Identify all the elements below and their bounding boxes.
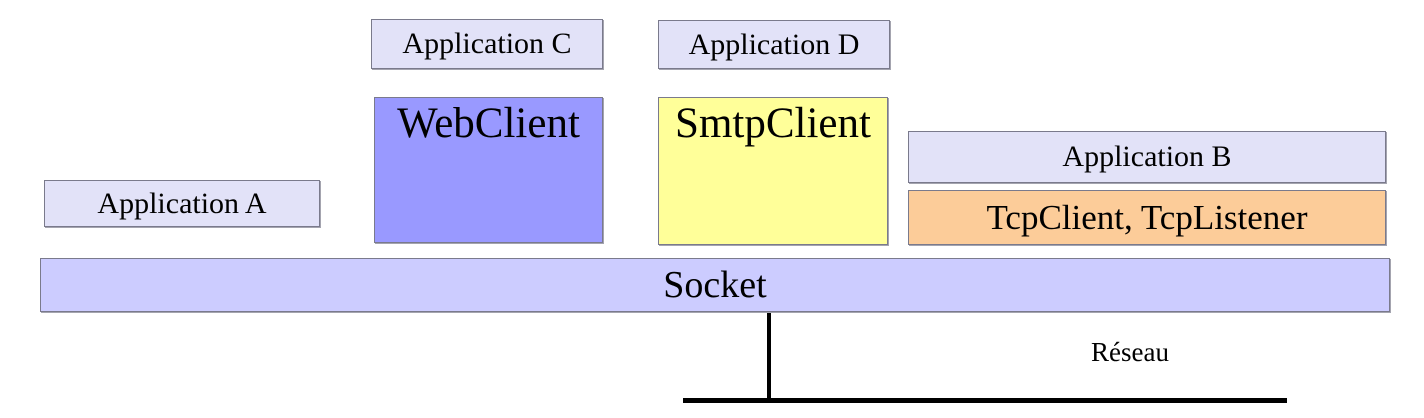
box-application-c: Application C: [371, 19, 603, 69]
box-smtpclient-label: SmtpClient: [675, 100, 871, 147]
box-application-d-label: Application D: [688, 27, 860, 61]
box-tcpclient-tcplistener: TcpClient, TcpListener: [908, 190, 1386, 245]
box-smtpclient: SmtpClient: [658, 97, 888, 245]
box-application-b: Application B: [908, 131, 1386, 183]
box-webclient: WebClient: [374, 97, 603, 243]
box-application-a: Application A: [44, 180, 320, 227]
network-bus-line: [683, 398, 1287, 403]
box-application-b-label: Application B: [1062, 140, 1232, 173]
network-vertical-connector: [767, 313, 771, 402]
box-socket-label: Socket: [663, 264, 767, 306]
box-webclient-label: WebClient: [397, 100, 580, 147]
box-application-c-label: Application C: [402, 27, 572, 60]
network-label: Réseau: [1091, 337, 1169, 367]
box-socket: Socket: [40, 258, 1390, 312]
box-application-d: Application D: [658, 20, 890, 69]
box-application-a-label: Application A: [97, 186, 267, 220]
box-tcpclient-tcplistener-label: TcpClient, TcpListener: [986, 198, 1308, 237]
